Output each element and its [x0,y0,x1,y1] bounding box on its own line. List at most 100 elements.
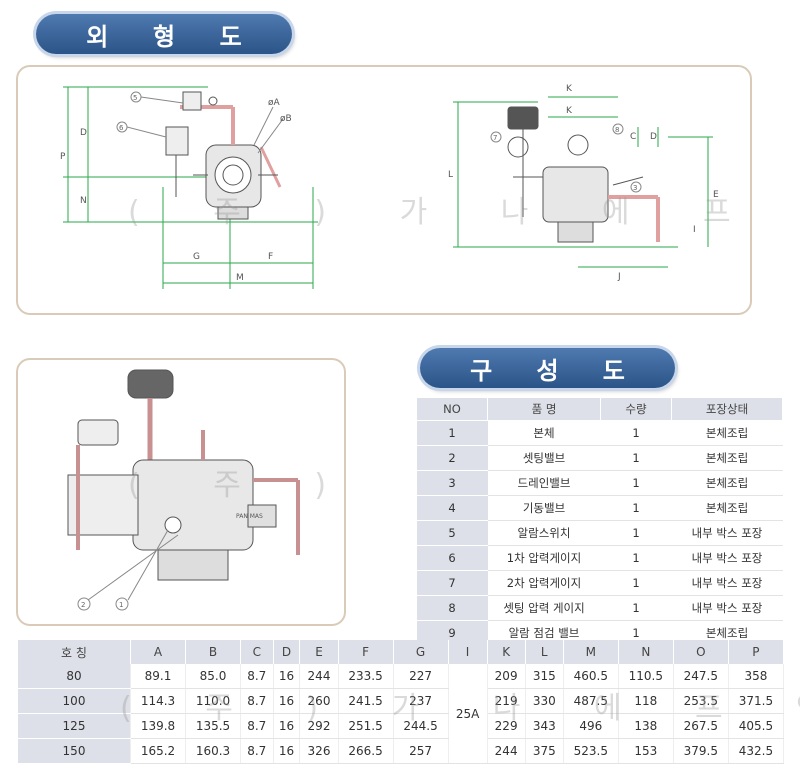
col-header: NO [416,397,488,421]
cell-F: 233.5 [338,664,394,689]
composition-section-title: 구 성 도 [420,348,675,388]
col-header: 수량 [600,397,672,421]
dim-label: øB [280,114,292,124]
cell-pack: 내부 박스 포장 [671,570,783,596]
cell-qty: 1 [600,470,672,496]
col-header: G [393,640,449,664]
col-header: F [338,640,394,664]
cell-P: 405.5 [728,713,785,739]
callout-number: 2 [81,601,85,609]
cell-K: 209 [487,664,526,689]
cell-qty: 1 [600,495,672,521]
col-header: E [299,640,339,664]
cell-pack: 내부 박스 포장 [671,520,783,546]
cell-A: 114.3 [130,688,186,714]
cell-C: 8.7 [240,713,274,739]
front-view-drawing [63,86,318,289]
cell-no: 6 [416,545,488,571]
col-header: 품 명 [487,397,601,421]
cell-pack: 내부 박스 포장 [671,595,783,621]
dim-label: øA [268,98,281,108]
exterior-section-title: 외 형 도 [36,14,292,54]
col-header: K [487,640,526,664]
col-header: N [618,640,674,664]
cell-L: 343 [525,713,564,739]
dim-label: D [80,128,87,138]
exterior-drawing-panel: P D N G F M øA øB 5 6 [16,65,752,315]
col-header: B [185,640,241,664]
cell-G: 237 [393,688,449,714]
cell-no: 3 [416,470,488,496]
cell-P: 358 [728,664,785,689]
dim-label: F [268,252,273,262]
cell-K: 244 [487,738,526,764]
cell-pack: 본체조립 [671,445,783,471]
cell-O: 253.5 [673,688,729,714]
cell-size: 150 [18,738,131,764]
cell-name: 셋팅밸브 [487,445,601,471]
cell-B: 85.0 [185,664,241,689]
cell-A: 165.2 [130,738,186,764]
cell-D: 16 [273,688,301,714]
cell-F: 241.5 [338,688,394,714]
cell-pack: 본체조립 [671,495,783,521]
dim-label: C [630,132,636,142]
col-header: P [728,640,785,664]
title-char: 도 [219,22,242,51]
cutaway-drawing: PAN MAS 2 1 [67,369,300,611]
cell-P: 371.5 [728,688,785,714]
dim-label: E [713,190,719,200]
col-header: M [563,640,619,664]
cell-M: 523.5 [563,738,619,764]
title-char: 도 [602,356,625,385]
cell-K: 229 [487,713,526,739]
cell-qty: 1 [600,445,672,471]
cell-N: 153 [618,738,674,764]
callout-number: 7 [493,134,497,142]
cell-B: 160.3 [185,738,241,764]
cell-name: 1차 압력게이지 [487,545,601,571]
cell-no: 8 [416,595,488,621]
cell-size: 80 [18,664,131,689]
callout-number: 3 [633,184,637,192]
cell-A: 89.1 [130,664,186,689]
cell-K: 219 [487,688,526,714]
cell-E: 244 [299,664,339,689]
cell-size: 125 [18,713,131,739]
cell-M: 460.5 [563,664,619,689]
cell-no: 2 [416,445,488,471]
dim-label: N [80,196,87,206]
callout-number: 5 [133,94,137,102]
cell-L: 330 [525,688,564,714]
col-header: I [448,640,488,664]
dim-label: K [566,106,573,116]
cell-no: 7 [416,570,488,596]
cell-qty: 1 [600,595,672,621]
cell-name: 알람스위치 [487,520,601,546]
cell-N: 138 [618,713,674,739]
cell-F: 266.5 [338,738,394,764]
dim-label: D [650,132,657,142]
cell-qty: 1 [600,545,672,571]
callout-number: 8 [615,126,619,134]
cell-no: 5 [416,520,488,546]
cell-no: 4 [416,495,488,521]
cell-B: 135.5 [185,713,241,739]
cell-A: 139.8 [130,713,186,739]
cell-N: 110.5 [618,664,674,689]
cutaway-drawing-panel: PAN MAS 2 1 ( 주 ) 가 나 에 프 앤 씨 [16,358,346,626]
cell-no: 1 [416,420,488,446]
dim-label: I [693,225,696,235]
dim-label: P [60,152,66,162]
dim-label: J [617,272,621,282]
cell-F: 251.5 [338,713,394,739]
